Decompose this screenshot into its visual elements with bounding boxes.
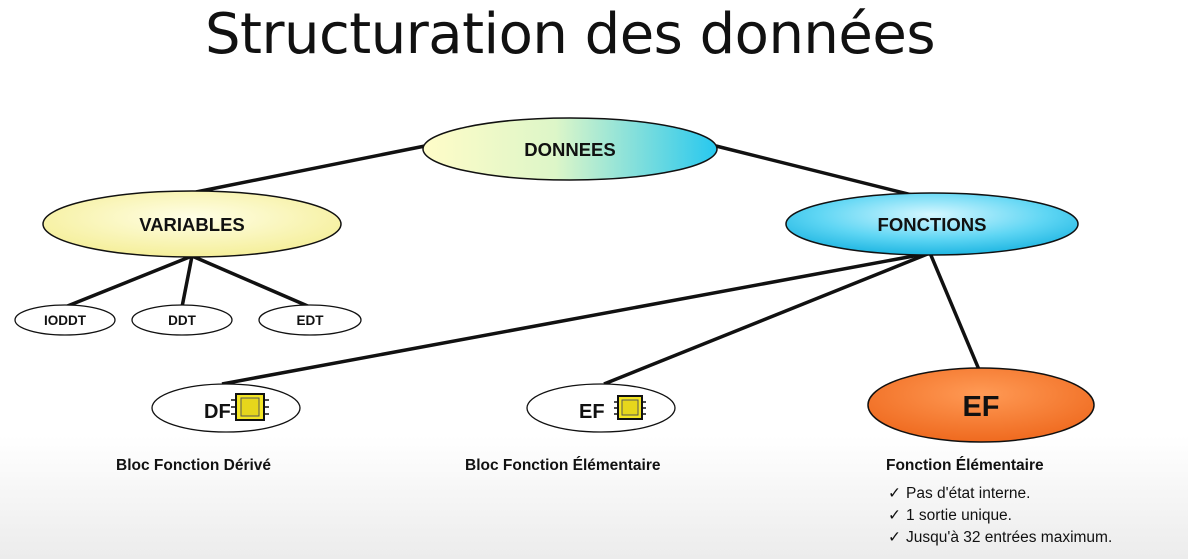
ef-note-text: 1 sortie unique. (906, 507, 1012, 524)
node-variables: VARIABLES (42, 190, 342, 258)
ddt-ellipse (131, 304, 233, 336)
ddt-label: DDT (168, 313, 196, 328)
check-icon: ✓ (888, 529, 901, 546)
edge-fonctions-dfb (221, 251, 931, 386)
page-title: Structuration des données (204, 2, 936, 67)
efb-label: EF (579, 401, 605, 423)
fonctions-ellipse (785, 192, 1079, 256)
list-item: ✓ 1 sortie unique. (888, 505, 1112, 527)
edge-variables-ddt (180, 255, 194, 308)
check-icon: ✓ (888, 485, 901, 502)
node-efb: EF (526, 383, 676, 433)
variables-ellipse (42, 190, 342, 258)
donnees-label: DONNEES (524, 139, 616, 160)
check-icon: ✓ (888, 507, 901, 524)
ef-notes-list: ✓ Pas d'état interne. ✓ 1 sortie unique. ✓… (888, 483, 1112, 549)
node-fonctions: FONCTIONS (785, 192, 1079, 256)
chip-icon (231, 393, 269, 421)
ioddt-ellipse (14, 304, 116, 336)
caption-dfb: Bloc Fonction Dérivé (116, 457, 272, 474)
edge-fonctions-efb (603, 251, 931, 386)
ef-ellipse (867, 367, 1095, 443)
chip-icon (614, 395, 646, 420)
node-donnees: DONNEES (422, 117, 718, 181)
node-ef: EF (867, 367, 1095, 443)
ef-label: EF (962, 391, 999, 423)
dfb-label: DF (204, 401, 231, 423)
edge-donnees-fonctions (715, 144, 921, 199)
edt-ellipse (258, 304, 362, 336)
node-ddt: DDT (131, 304, 233, 336)
node-dfb: DF (151, 383, 301, 433)
donnees-ellipse (422, 117, 718, 181)
list-item: ✓ Jusqu'à 32 entrées maximum. (888, 527, 1112, 549)
list-item: ✓ Pas d'état interne. (888, 483, 1112, 505)
connectors (64, 144, 982, 386)
ioddt-label: IODDT (44, 313, 87, 328)
edge-variables-edt (191, 254, 311, 309)
edge-variables-ioddt (64, 254, 193, 309)
variables-label: VARIABLES (139, 214, 245, 235)
node-edt: EDT (258, 304, 362, 336)
edt-label: EDT (297, 313, 325, 328)
edge-donnees-variables (195, 144, 426, 194)
edge-fonctions-ef (928, 252, 982, 373)
node-ioddt: IODDT (14, 304, 116, 336)
fonctions-label: FONCTIONS (878, 214, 987, 235)
ef-note-text: Jusqu'à 32 entrées maximum. (906, 529, 1113, 546)
caption-efb: Bloc Fonction Élémentaire (465, 457, 661, 474)
caption-ef: Fonction Élémentaire (886, 457, 1044, 474)
ef-note-text: Pas d'état interne. (906, 485, 1031, 502)
